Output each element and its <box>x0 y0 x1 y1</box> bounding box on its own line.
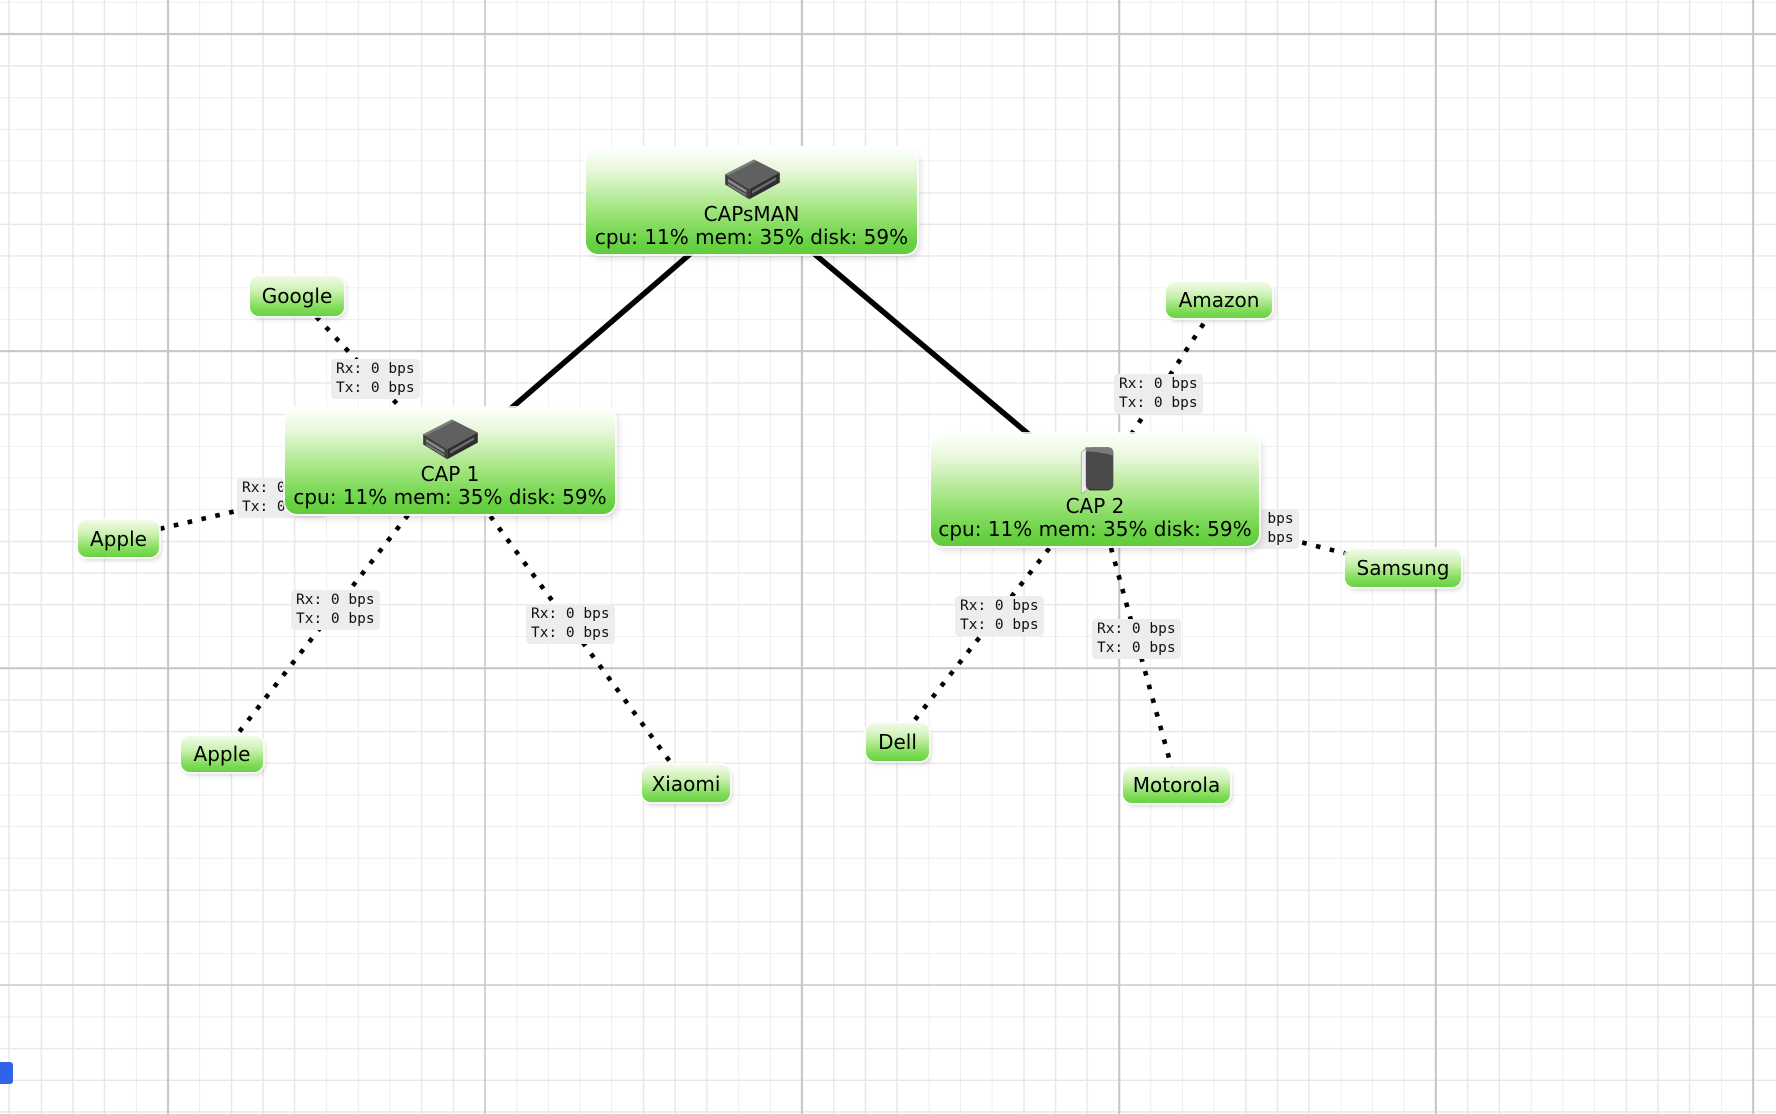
traffic-line: Rx: 0 bps <box>1097 621 1176 637</box>
node-stats: cpu: 11% mem: 35% disk: 59% <box>293 485 607 509</box>
traffic-line: Tx: 0 bps <box>1097 640 1176 656</box>
node-stats: cpu: 11% mem: 35% disk: 59% <box>938 517 1252 541</box>
client-node-samsung[interactable]: Samsung <box>1345 549 1461 587</box>
router-flat-icon <box>718 153 786 203</box>
map-corner-marker <box>0 1062 13 1084</box>
traffic-line: Rx: 0 bps <box>531 606 610 622</box>
node-stats: cpu: 11% mem: 35% disk: 59% <box>594 225 909 249</box>
node-label: CAP 1 <box>420 462 480 486</box>
traffic-line: Rx: 0 bps <box>960 598 1039 614</box>
client-node-google[interactable]: Google <box>250 276 344 316</box>
node-label: CAPsMAN <box>703 202 800 226</box>
client-node-dell[interactable]: Dell <box>866 723 929 761</box>
client-node-amazon[interactable]: Amazon <box>1166 282 1272 318</box>
router-flat-icon <box>416 413 484 463</box>
traffic-line: Tx: 0 bps <box>531 625 610 641</box>
client-node-motorola[interactable]: Motorola <box>1123 767 1230 803</box>
router-tower-icon <box>1073 438 1117 495</box>
traffic-line: Rx: 0 bps <box>336 361 415 377</box>
traffic-line: Tx: 0 bps <box>960 617 1039 633</box>
client-node-apple-bottom[interactable]: Apple <box>181 736 263 772</box>
client-node-apple-left[interactable]: Apple <box>78 520 159 557</box>
traffic-line: Tx: 0 bps <box>296 611 375 627</box>
traffic-line: Tx: 0 bps <box>336 380 415 396</box>
client-node-xiaomi[interactable]: Xiaomi <box>642 765 730 802</box>
node-label: CAP 2 <box>1065 494 1125 518</box>
traffic-line: Tx: 0 bps <box>1119 395 1198 411</box>
traffic-line: Rx: 0 bps <box>1119 376 1198 392</box>
traffic-line: Rx: 0 bps <box>296 592 375 608</box>
